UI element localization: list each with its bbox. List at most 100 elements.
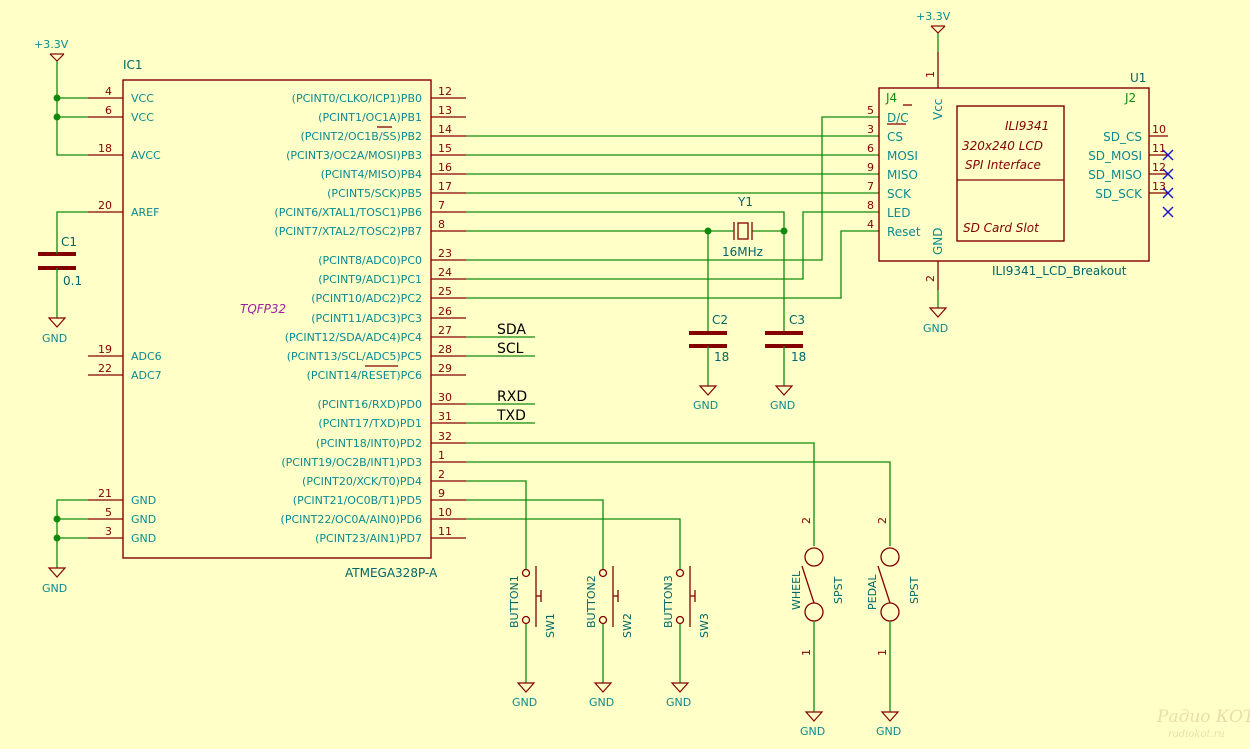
u1-pin-number: 10	[1152, 123, 1166, 136]
gnd-symbol	[880, 711, 900, 722]
ic1-pin-name: VCC	[131, 92, 154, 105]
u1-pin-number: 3	[867, 123, 874, 136]
u1-j2-label: J2	[1124, 91, 1136, 105]
crystal-y1	[732, 222, 753, 240]
ic1-value: ATMEGA328P-A	[345, 566, 438, 580]
button-contact	[598, 568, 608, 578]
gnd-symbol: GND	[770, 385, 795, 412]
ic1-pin-name: (PCINT0/CLKO/ICP1)PB0	[292, 92, 422, 105]
net-label-rxd: RXD	[497, 389, 527, 405]
ic1-pin-name: (PCINT10/ADC2)PC2	[311, 292, 422, 305]
ic1-pin-name: ADC6	[131, 350, 162, 363]
ic1-pin-name: (PCINT6/XTAL1/TOSC1)PB6	[274, 206, 422, 219]
ic1-pin-number: 19	[98, 343, 112, 356]
ic1-pin-number: 8	[438, 218, 445, 231]
button-name: BUTTON2	[585, 575, 598, 628]
u1-pin-number: 12	[1152, 161, 1166, 174]
u1-gnd-pin-num: 2	[924, 275, 937, 282]
ic1-pin-name: (PCINT22/OC0A/AIN0)PD6	[281, 513, 422, 526]
ic1-pin-number: 10	[438, 506, 452, 519]
u1-value: ILI9341_LCD_Breakout	[992, 264, 1127, 278]
ic1-pin-number: 11	[438, 525, 452, 538]
ic1-pin-number: 6	[105, 104, 112, 117]
ic1-left-pins: 4VCC6VCC18AVCC20AREF19ADC622ADC721GND5GN…	[88, 85, 162, 545]
u1-pin-name: SD_MISO	[1088, 168, 1142, 182]
vcc-symbol-ic1: +3.3V	[34, 38, 69, 62]
ic1-pin-number: 20	[98, 199, 112, 212]
switch-type: SPST	[908, 576, 921, 604]
button-contact	[675, 568, 685, 578]
ic1-pin-number: 9	[438, 487, 445, 500]
button-contact	[675, 615, 685, 625]
switch-name: PEDAL	[866, 574, 879, 610]
ic1-pin-name: (PCINT2/OC1B/SS)PB2	[300, 130, 422, 143]
ic1-pin-name: (PCINT7/XTAL2/TOSC2)PB7	[274, 225, 422, 238]
c3-ref: C3	[789, 313, 805, 327]
svg-text:GND: GND	[923, 322, 948, 335]
u1-pin-number: 8	[867, 199, 874, 212]
ic1-pin-name: (PCINT21/OC0B/T1)PD5	[293, 494, 422, 507]
u1-pin-name: D/C	[887, 111, 909, 125]
switch-lever	[877, 565, 891, 604]
gnd-label: GND	[512, 696, 537, 709]
u1-pin-name: MOSI	[887, 149, 918, 163]
c2-ref: C2	[712, 313, 728, 327]
lcd-module-box	[956, 105, 1065, 242]
u1-ref: U1	[1130, 71, 1146, 85]
switch-pin-number: 1	[876, 649, 889, 656]
button-contact	[521, 615, 531, 625]
gnd-symbol: GND	[923, 307, 948, 335]
ic1-pin-number: 13	[438, 104, 452, 117]
ic1-pin-number: 23	[438, 247, 452, 260]
ic1-pin-name: (PCINT4/MISO)PB4	[321, 168, 422, 181]
button-ref: SW1	[544, 613, 557, 638]
switch-pin-number: 1	[800, 649, 813, 656]
switch-type: SPST	[832, 576, 845, 604]
u1-pin-number: 13	[1152, 180, 1166, 193]
ic1-package: TQFP32	[240, 302, 286, 316]
y1-ref: Y1	[737, 195, 753, 209]
switch-name: WHEEL	[790, 570, 803, 610]
ic1-right-pins: 12(PCINT0/CLKO/ICP1)PB013(PCINT1/OC1A)PB…	[274, 85, 466, 545]
switch-pin-number: 2	[876, 517, 889, 524]
gnd-symbol: GND	[42, 317, 67, 345]
gnd-symbol	[804, 711, 824, 722]
ic1-pin-name: (PCINT11/ADC3)PC3	[311, 312, 422, 325]
u1-pin-name: SCK	[887, 187, 912, 201]
switch-contact	[880, 602, 900, 622]
u1-pin-name: Reset	[887, 225, 921, 239]
c1-value: 0.1	[63, 274, 82, 288]
u1-vcc-pin-num: 1	[924, 71, 937, 78]
button-ref: SW3	[698, 613, 711, 638]
ic1-pin-number: 21	[98, 487, 112, 500]
button-ref: SW2	[621, 613, 634, 638]
ic1-pin-number: 16	[438, 161, 452, 174]
no-connect-mark	[1162, 206, 1174, 218]
ic1-pin-name: (PCINT13/SCL/ADC5)PC5	[287, 350, 422, 363]
ic1-pin-name: (PCINT19/OC2B/INT1)PD3	[281, 456, 422, 469]
ic1-pin-number: 7	[438, 199, 445, 212]
no-connect-mark	[1162, 168, 1174, 180]
ic1-pin-name: (PCINT23/AIN1)PD7	[315, 532, 422, 545]
gnd-symbol	[516, 682, 536, 693]
u1-pin-name: SD_MOSI	[1088, 149, 1142, 163]
ic1-pin-number: 26	[438, 305, 452, 318]
ic1-pin-number: 1	[438, 449, 445, 462]
gnd-symbol: GND	[42, 567, 67, 595]
ic1-pin-name: (PCINT3/OC2A/MOSI)PB3	[286, 149, 422, 162]
ic1-pin-name: (PCINT16/RXD)PD0	[317, 398, 422, 411]
c2-value: 18	[714, 350, 729, 364]
gnd-label: GND	[666, 696, 691, 709]
ic1-body	[122, 79, 432, 559]
u1-pin-number: 6	[867, 142, 874, 155]
u1-pin-name: MISO	[887, 168, 918, 182]
gnd-label: GND	[876, 725, 901, 738]
ic1-pin-number: 29	[438, 362, 452, 375]
junction-dot	[53, 94, 61, 102]
junction-dot	[53, 113, 61, 121]
ic1-pin-name: (PCINT14/RESET)PC6	[307, 369, 422, 382]
net-label-txd: TXD	[496, 408, 526, 424]
lcd-box-line2: 320x240 LCD	[962, 139, 1043, 153]
svg-text:GND: GND	[693, 399, 718, 412]
